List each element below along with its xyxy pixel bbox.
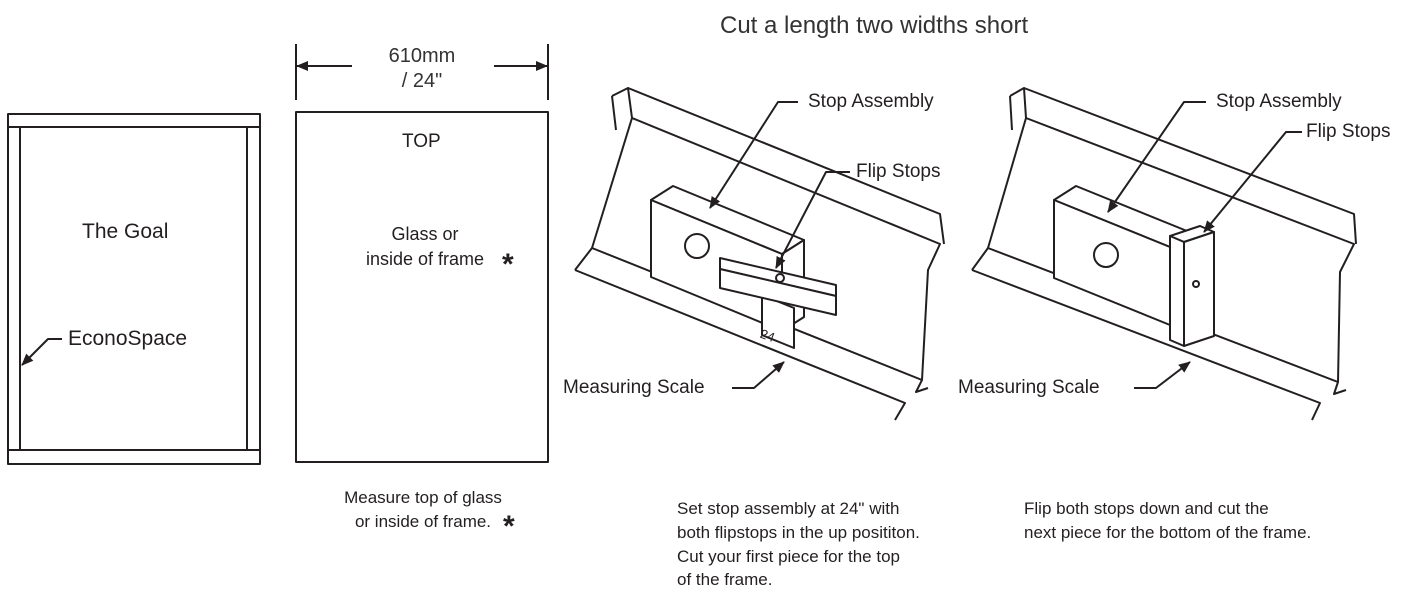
step1-measuring-scale-arrow <box>732 361 785 389</box>
step1-caption: Set stop assembly at 24" with both flips… <box>677 499 920 590</box>
jig-step-two <box>971 87 1357 421</box>
measure-caption-asterisk: * <box>503 510 515 543</box>
goal-frame <box>7 113 261 465</box>
step1-stop-assembly-label: Stop Assembly <box>808 91 934 112</box>
glass-inner-text: Glass or inside of frame <box>365 224 485 270</box>
step1-flip-stops-label: Flip Stops <box>856 161 941 182</box>
step2-stop-assembly-label: Stop Assembly <box>1216 91 1342 112</box>
glass-asterisk: * <box>502 248 514 281</box>
econospace-label: EconoSpace <box>68 327 188 350</box>
step2-measuring-scale-arrow <box>1134 361 1191 389</box>
glass-rectangle <box>295 111 549 463</box>
measure-caption: Measure top of glass or inside of frame. <box>344 488 502 531</box>
page-title: Cut a length two widths short <box>720 12 1029 39</box>
step2-caption: Flip both stops down and cut the next pi… <box>1024 499 1312 542</box>
top-label: TOP <box>402 131 441 152</box>
jig-step-one <box>574 87 945 421</box>
step1-stop-assembly-arrow <box>709 101 798 209</box>
goal-title: The Goal <box>82 220 169 243</box>
dimension-label: 610mm / 24" <box>388 45 456 92</box>
step1-measuring-scale-label: Measuring Scale <box>563 377 705 398</box>
dimension-line <box>295 44 549 100</box>
econospace-leader-arrow <box>21 338 62 366</box>
step2-measuring-scale-label: Measuring Scale <box>958 377 1100 398</box>
step2-flip-stops-label: Flip Stops <box>1306 121 1391 142</box>
step1-flip-stops-arrow <box>775 171 850 269</box>
step2-flip-stops-arrow <box>1203 131 1302 233</box>
step2-stop-assembly-arrow <box>1107 101 1206 213</box>
